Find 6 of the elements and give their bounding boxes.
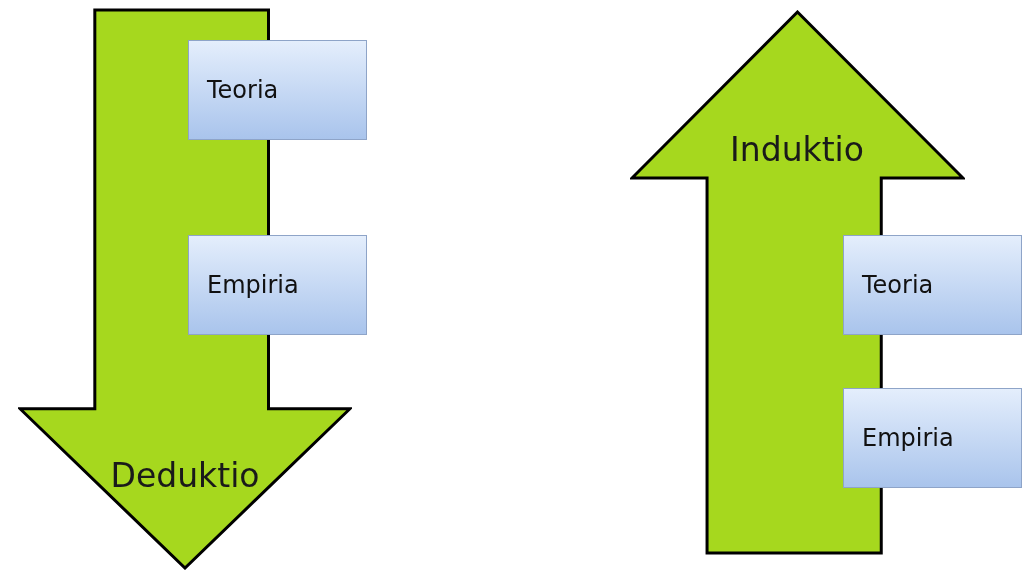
arrow-label: Induktio [730,130,864,169]
concept-box: Teoria [843,235,1022,335]
concept-box: Empiria [188,235,367,335]
concept-box: Empiria [843,388,1022,488]
arrow-label: Deduktio [110,456,260,495]
concept-box: Teoria [188,40,367,140]
